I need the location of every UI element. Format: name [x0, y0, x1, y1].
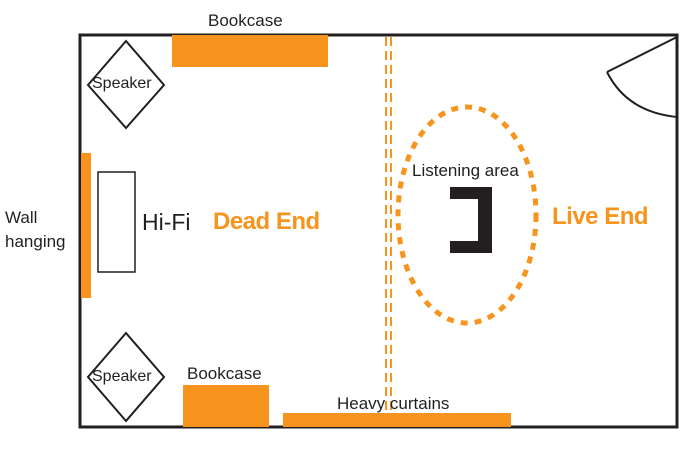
- heavy-curtains-label: Heavy curtains: [337, 394, 450, 413]
- hifi-label: Hi-Fi: [142, 209, 191, 235]
- dead-end-label: Dead End: [213, 208, 320, 235]
- wall-hanging-label-line2: hanging: [5, 232, 66, 251]
- listening-seat-icon: [450, 187, 492, 253]
- bookcase-bottom: [183, 385, 269, 427]
- live-end-label: Live End: [552, 203, 649, 230]
- speaker-bottom-label: Speaker: [92, 368, 152, 385]
- speaker-bottom: [86, 331, 166, 423]
- listening-area-label: Listening area: [412, 161, 519, 180]
- bookcase-bottom-label: Bookcase: [187, 364, 262, 383]
- wall-hanging-label-line1: Wall: [5, 208, 38, 227]
- wall-hanging: [81, 153, 91, 298]
- bookcase-top-label: Bookcase: [208, 11, 283, 30]
- listening-area-ellipse: [395, 104, 539, 326]
- speaker-top-label: Speaker: [92, 75, 152, 92]
- door-swing-icon: [606, 36, 678, 118]
- hifi-unit: [97, 171, 136, 273]
- heavy-curtains: [283, 413, 511, 427]
- bookcase-top: [172, 35, 328, 67]
- speaker-top: [86, 39, 166, 130]
